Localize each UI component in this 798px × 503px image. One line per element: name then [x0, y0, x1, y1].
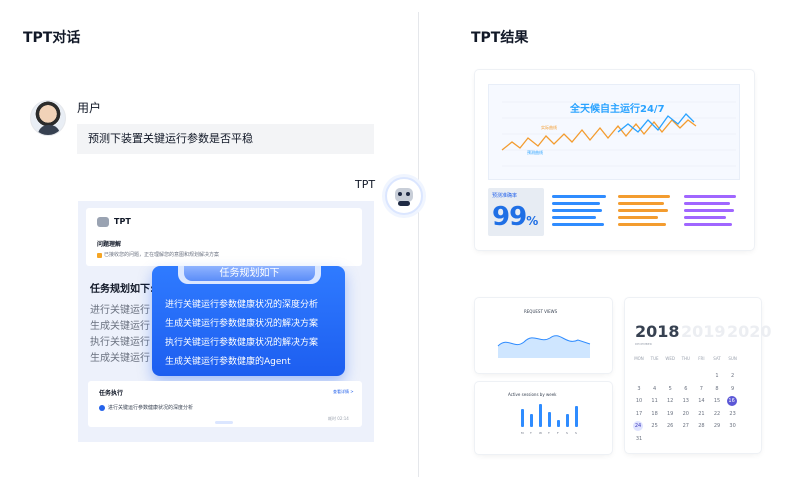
task-card — [88, 381, 362, 427]
problem-title: 问题理解 — [97, 241, 122, 248]
calendar-weekday: THU — [681, 356, 690, 361]
calendar-weekday: WED — [665, 356, 675, 361]
calendar-day[interactable]: 17 — [635, 410, 643, 417]
expand-handle[interactable] — [215, 421, 233, 424]
calendar-day[interactable]: 31 — [635, 435, 643, 442]
calendar-day[interactable]: 24 — [633, 421, 643, 431]
plan-popup — [152, 266, 345, 376]
calendar-weekday: SAT — [713, 356, 721, 361]
accuracy-value: 99% — [492, 202, 538, 232]
calendar-weekday: MON — [634, 356, 644, 361]
series-label: 预测曲线 — [527, 150, 543, 155]
calendar-day[interactable]: 27 — [682, 423, 689, 429]
problem-text: 已接收您的问题，正在理解您的意图和规划解决方案 — [104, 252, 220, 258]
section-divider — [418, 12, 419, 477]
accuracy-panel — [488, 188, 544, 236]
plan-item: 生成关键运行参数健康的Agent — [90, 353, 150, 364]
plan-item: 进行关键运行参数健康状况的深度分析 — [90, 305, 150, 316]
calendar-day[interactable]: 20 — [682, 410, 689, 417]
calendar-day[interactable]: 8 — [715, 385, 719, 392]
calendar-weekday: FRI — [698, 356, 705, 361]
calendar-day[interactable]: 1 — [715, 373, 719, 379]
calendar-day[interactable]: 2 — [731, 373, 735, 379]
active-sessions-card[interactable] — [475, 382, 612, 454]
trend-chart — [488, 84, 740, 180]
calendar-weekday: TUE — [650, 356, 659, 361]
calendar-day[interactable]: 5 — [668, 385, 672, 392]
series-label: 实际曲线 — [541, 125, 557, 130]
user-message: 预测下装置关键运行参数是否平稳 — [77, 124, 374, 154]
status-icon — [97, 253, 102, 258]
calendar-day[interactable]: 11 — [651, 398, 658, 404]
calendar-weekday: SUN — [728, 356, 737, 361]
robot-icon — [97, 217, 109, 227]
task-time: 耗时 02:14 — [328, 416, 349, 421]
calendar-day[interactable]: 7 — [699, 385, 703, 392]
calendar-day[interactable]: 14 — [698, 398, 705, 404]
calendar-day[interactable]: 15 — [713, 398, 721, 404]
bot-avatar — [385, 177, 423, 215]
calendar-day[interactable]: 12 — [667, 398, 674, 404]
request-views-title: REQUEST VIEWS — [524, 309, 558, 314]
accuracy-label: 预测准确率 — [492, 193, 518, 199]
popup-item: 进行关键运行参数健康状况的深度分析 — [165, 300, 319, 310]
calendar-year-current[interactable]: 2018 — [635, 322, 680, 341]
calendar-month: DECEMBER — [635, 342, 652, 346]
plan-title: 任务规划如下: — [90, 284, 154, 295]
active-sessions-title: Active sessions by week — [508, 392, 557, 397]
calendar-day[interactable]: 30 — [729, 423, 736, 429]
conversation-title: TPT对话 — [23, 30, 81, 46]
calendar-day[interactable]: 10 — [635, 398, 643, 404]
calendar-day[interactable]: 28 — [698, 423, 705, 429]
calendar-day[interactable]: 23 — [729, 410, 736, 417]
calendar-day[interactable]: 22 — [713, 410, 721, 417]
request-views-chart — [497, 335, 591, 358]
check-icon — [99, 405, 105, 411]
calendar-card[interactable] — [625, 298, 761, 453]
popup-title: 任务规划如下 — [184, 266, 315, 281]
calendar-day[interactable]: 21 — [698, 410, 705, 417]
calendar-day[interactable]: 4 — [653, 385, 657, 392]
inner-bot-name: TPT — [114, 217, 131, 226]
calendar-day[interactable]: 25 — [651, 423, 658, 429]
trend-lines — [501, 101, 736, 167]
calendar-year[interactable]: 2020 — [727, 322, 772, 341]
task-title: 任务执行 — [99, 390, 124, 397]
user-avatar — [30, 100, 66, 136]
user-name: 用户 — [77, 101, 102, 115]
calendar-day[interactable]: 26 — [667, 423, 674, 429]
calendar-day[interactable]: 19 — [667, 410, 674, 417]
calendar-day[interactable]: 29 — [713, 423, 721, 429]
task-detail-link[interactable]: 查看详情 > — [333, 389, 354, 394]
problem-card — [86, 208, 362, 266]
bot-name: TPT — [355, 178, 376, 191]
results-title: TPT结果 — [471, 30, 529, 46]
popup-item: 生成关键运行参数健康的Agent — [165, 357, 291, 367]
calendar-day[interactable]: 18 — [651, 410, 658, 417]
calendar-day[interactable]: 3 — [637, 385, 641, 392]
calendar-day[interactable]: 13 — [682, 398, 689, 404]
popup-item: 执行关键运行参数健康状况的解决方案 — [165, 338, 319, 348]
plan-item: 生成关键运行参数健康状况的解决方案 — [90, 321, 150, 332]
robot-icon — [395, 188, 413, 202]
calendar-day[interactable]: 6 — [684, 385, 688, 392]
request-views-card[interactable] — [475, 298, 612, 373]
plan-item: 执行关键运行参数健康状况的解决方案 — [90, 337, 150, 348]
task-item: 进行关键运行参数健康状况的深度分析 — [108, 405, 194, 411]
calendar-day[interactable]: 9 — [731, 385, 735, 392]
dashboard-title: 全天候自主运行24/7 — [570, 104, 665, 115]
popup-item: 生成关键运行参数健康状况的解决方案 — [165, 319, 319, 329]
calendar-day[interactable]: 16 — [726, 396, 737, 406]
calendar-year[interactable]: 2019 — [681, 322, 726, 341]
